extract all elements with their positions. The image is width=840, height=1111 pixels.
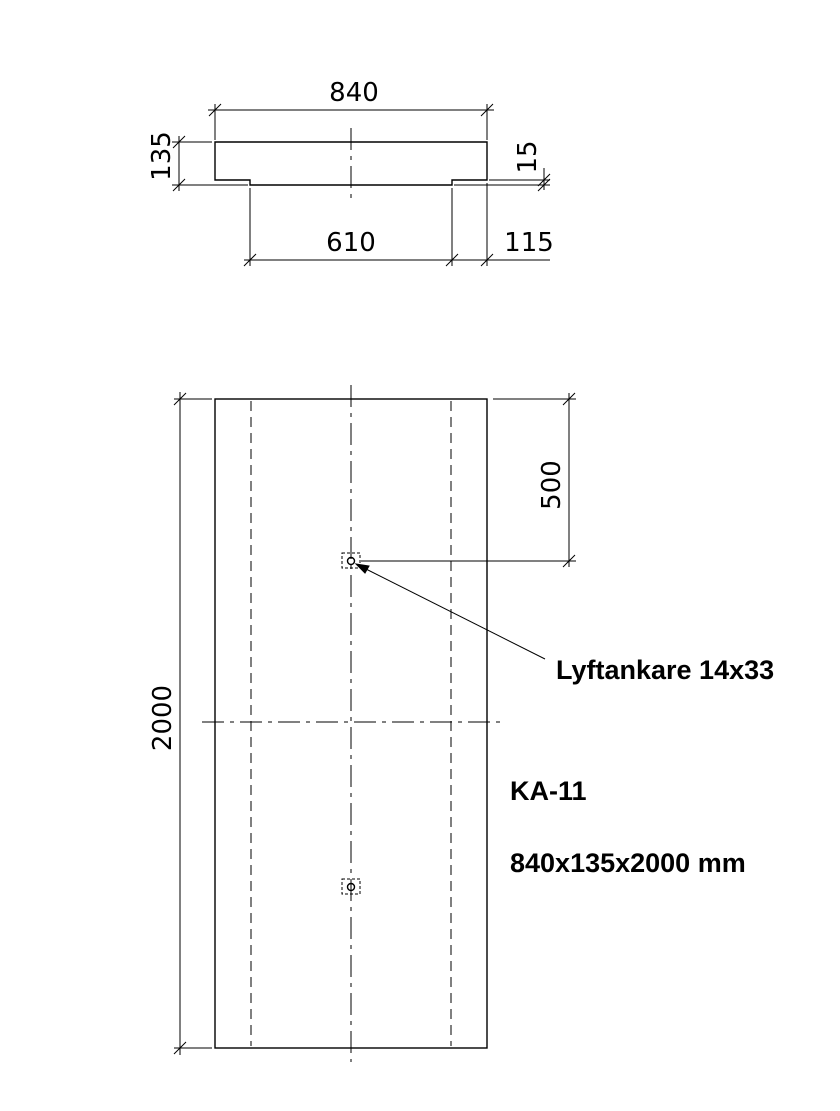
dim-135-tick-bottom <box>172 178 186 192</box>
dim-115-tick-right <box>480 253 494 267</box>
section-view: 840 135 15 610 115 <box>147 78 554 267</box>
dim-135-text: 135 <box>147 131 177 181</box>
dim-610-tick-left <box>243 253 257 267</box>
dim-840-text: 840 <box>329 78 379 108</box>
product-code: KA-11 <box>510 776 587 806</box>
product-dimensions: 840x135x2000 mm <box>510 848 746 878</box>
dim-500-tick-bottom <box>562 554 576 568</box>
section-outline <box>214 141 488 186</box>
plan-outline <box>214 398 488 1049</box>
dim-2000-text: 2000 <box>148 685 178 751</box>
dim-840-tick-left <box>208 103 222 117</box>
lifting-anchor-icon <box>341 552 361 569</box>
dim-15-tick-top <box>537 173 551 187</box>
dim-500-text: 500 <box>537 460 567 510</box>
dim-500-tick-top <box>562 392 576 406</box>
dim-840-tick-right <box>480 103 494 117</box>
dim-2000-tick-top <box>173 392 187 406</box>
title-block: KA-11 840x135x2000 mm <box>510 776 746 878</box>
dim-610-text: 610 <box>326 228 376 258</box>
anchor-label: Lyftankare 14x33 <box>556 655 774 685</box>
plan-view: 2000 500 Lyftankare 14x33 <box>148 385 774 1062</box>
dim-15-tick-bottom <box>537 178 551 192</box>
anchor-leader-arrowhead <box>354 563 370 574</box>
dim-15-text: 15 <box>513 140 543 173</box>
dim-2000-tick-bottom <box>173 1041 187 1055</box>
anchor-leader-line <box>361 566 546 660</box>
dim-115-text: 115 <box>504 228 554 258</box>
dim-135-tick-top <box>172 135 186 149</box>
lifting-anchor-icon <box>341 878 361 895</box>
dim-610-tick-right <box>445 253 459 267</box>
